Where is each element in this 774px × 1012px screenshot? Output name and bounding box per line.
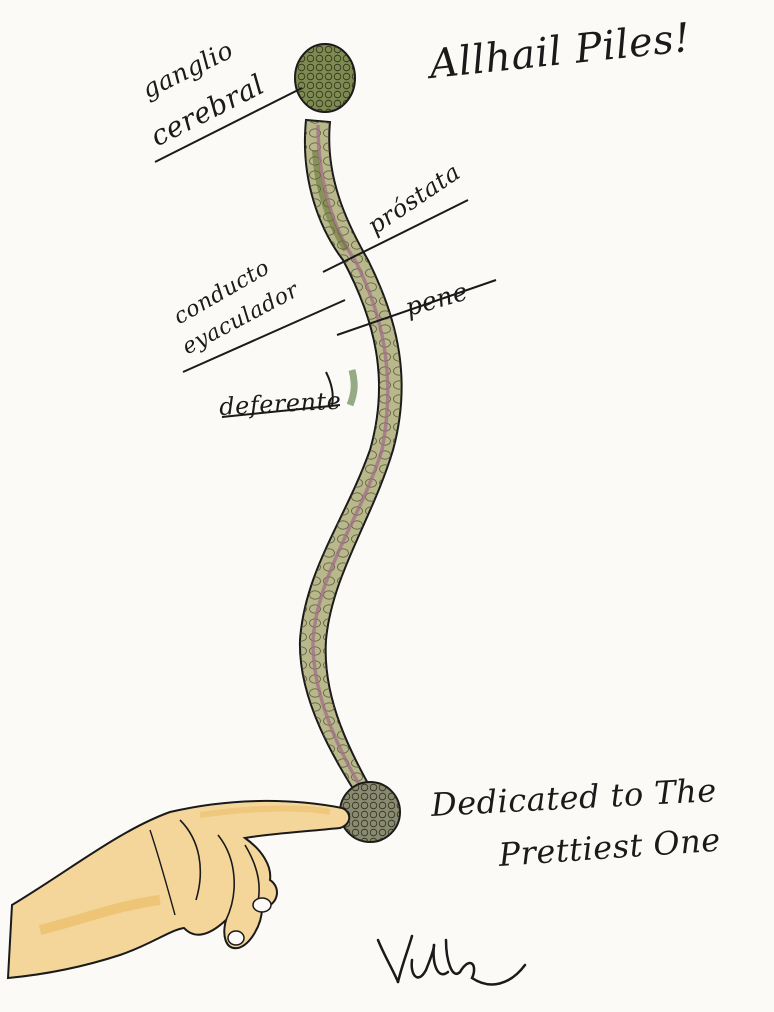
signature <box>378 936 525 984</box>
tail-knob <box>340 782 400 842</box>
pointing-hand <box>8 801 349 978</box>
ganglion-head <box>295 44 355 112</box>
